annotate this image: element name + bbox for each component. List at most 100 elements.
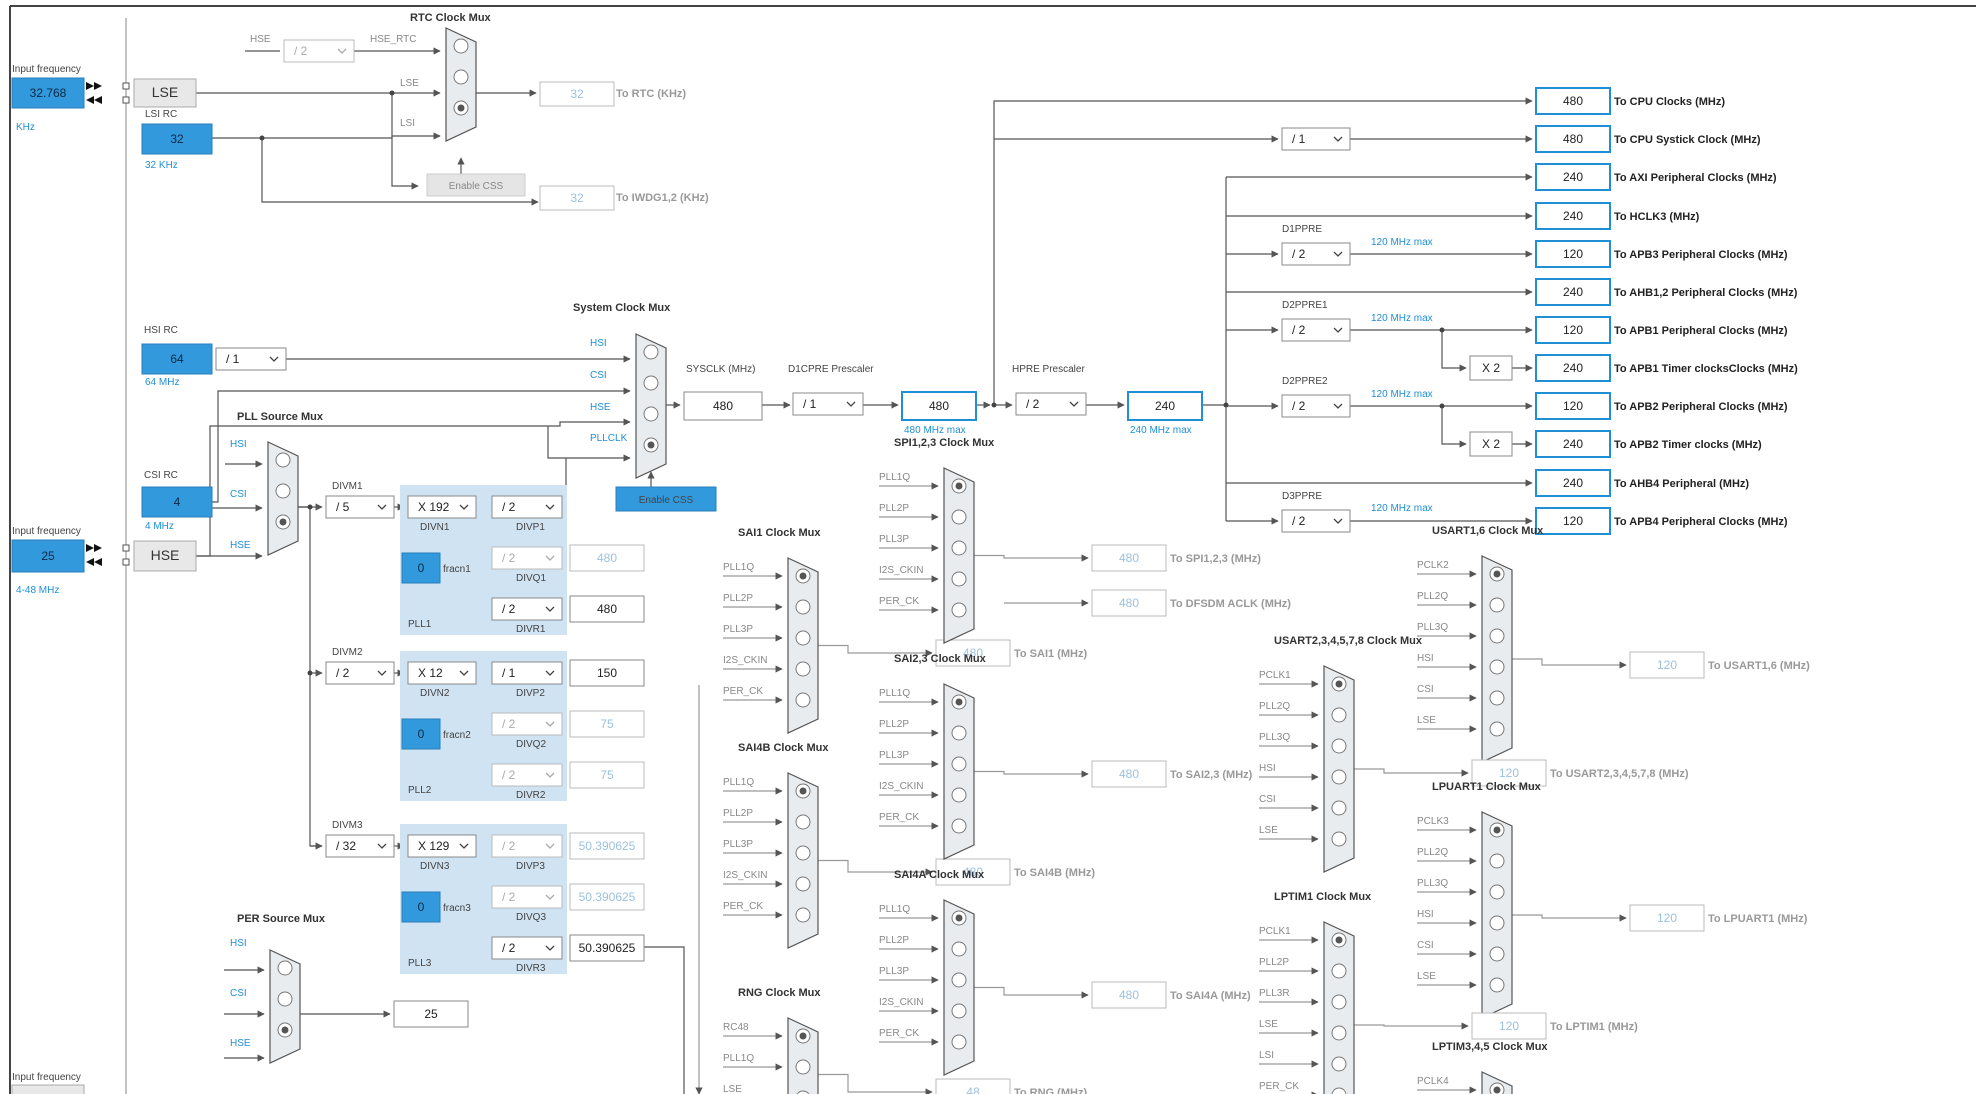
mux-radio[interactable]: [796, 1090, 810, 1094]
pll1-divr-dropdown[interactable]: / 2: [491, 597, 563, 621]
pll2-divm-dropdown[interactable]: / 2: [325, 661, 395, 685]
d2ppre2-dropdown[interactable]: / 2: [1281, 394, 1351, 418]
pll2-divn-dropdown[interactable]: X 12: [407, 661, 477, 685]
mux-radio[interactable]: [453, 69, 469, 85]
mux-radio[interactable]: [643, 375, 659, 391]
mux-radio[interactable]: [1489, 659, 1505, 675]
mux-radio[interactable]: [1331, 1025, 1347, 1041]
mux-radio[interactable]: [795, 692, 811, 708]
pll3-fracn-input[interactable]: 0: [401, 891, 441, 923]
hclk-value[interactable]: 240: [1127, 391, 1203, 421]
output-value-1[interactable]: 480: [1535, 125, 1611, 153]
mux-radio[interactable]: [1489, 915, 1505, 931]
periph-mux-input-9-2: PLL3R: [1259, 988, 1290, 999]
mux-radio[interactable]: [277, 960, 293, 976]
pll2-divp-dropdown[interactable]: / 1: [491, 661, 563, 685]
output-value-7[interactable]: 240: [1535, 354, 1611, 382]
mux-radio[interactable]: [951, 509, 967, 525]
pll3-divr-dropdown[interactable]: / 2: [491, 936, 563, 960]
mux-radio[interactable]: [795, 630, 811, 646]
output-value-4[interactable]: 120: [1535, 240, 1611, 268]
d2ppre1-dropdown[interactable]: / 2: [1281, 318, 1351, 342]
mux-radio[interactable]: [1489, 690, 1505, 706]
pll3-divn-dropdown[interactable]: X 129: [407, 834, 477, 858]
mux-radio[interactable]: [1331, 738, 1347, 754]
mux-radio[interactable]: [795, 599, 811, 615]
sys-enable-css-button[interactable]: [615, 486, 717, 512]
output-value-0[interactable]: 480: [1535, 87, 1611, 115]
pll2-divr-dropdown[interactable]: / 2: [491, 763, 563, 787]
pll3-divm-dropdown[interactable]: / 32: [325, 834, 395, 858]
output-value-9[interactable]: 240: [1535, 430, 1611, 458]
output-value-8[interactable]: 120: [1535, 392, 1611, 420]
mux-radio[interactable]: [951, 787, 967, 803]
output-value-5[interactable]: 240: [1535, 278, 1611, 306]
d1cpre-dropdown[interactable]: / 1: [792, 392, 864, 416]
output-value-6[interactable]: 120: [1535, 316, 1611, 344]
output-value-11[interactable]: 120: [1535, 507, 1611, 535]
output-value-10[interactable]: 240: [1535, 469, 1611, 497]
mux-radio[interactable]: [795, 845, 811, 861]
rtc-enable-css-button[interactable]: [426, 173, 526, 197]
mux-radio[interactable]: [1489, 628, 1505, 644]
mux-radio[interactable]: [951, 1003, 967, 1019]
mux-radio[interactable]: [1331, 963, 1347, 979]
output-value-2[interactable]: 240: [1535, 163, 1611, 191]
mux-radio[interactable]: [951, 1034, 967, 1050]
mux-radio[interactable]: [1331, 831, 1347, 847]
box-frame: [569, 883, 645, 911]
mux-radio[interactable]: [1331, 800, 1347, 816]
dropdown-value: / 2: [502, 890, 516, 904]
mux-radio[interactable]: [951, 972, 967, 988]
d3ppre-dropdown[interactable]: / 2: [1281, 509, 1351, 533]
pll3-divp-dropdown[interactable]: / 2: [491, 834, 563, 858]
mux-radio[interactable]: [951, 941, 967, 957]
mux-radio[interactable]: [1331, 769, 1347, 785]
mux-radio[interactable]: [1489, 884, 1505, 900]
mux-radio[interactable]: [951, 725, 967, 741]
mux-radio[interactable]: [277, 991, 293, 1007]
hse-frequency-input[interactable]: 25: [11, 539, 85, 573]
mux-radio[interactable]: [1489, 946, 1505, 962]
mux-radio[interactable]: [1331, 707, 1347, 723]
mux-radio[interactable]: [795, 907, 811, 923]
mux-radio[interactable]: [951, 818, 967, 834]
pll3-divq-dropdown[interactable]: / 2: [491, 885, 563, 909]
mux-radio[interactable]: [1489, 977, 1505, 993]
mux-radio[interactable]: [1331, 994, 1347, 1010]
pll1-divp-dropdown[interactable]: / 2: [491, 495, 563, 519]
d1ppre-dropdown[interactable]: / 2: [1281, 242, 1351, 266]
mux-radio[interactable]: [1489, 597, 1505, 613]
mux-radio[interactable]: [795, 1059, 811, 1075]
lse-frequency-input[interactable]: 32.768: [11, 77, 85, 109]
cpu-clock-value[interactable]: 480: [901, 391, 977, 421]
mux-radio[interactable]: [1489, 853, 1505, 869]
pll2-divq-dropdown[interactable]: / 2: [491, 712, 563, 736]
mux-radio[interactable]: [1331, 1056, 1347, 1072]
mux-radio[interactable]: [275, 483, 291, 499]
hpre-dropdown[interactable]: / 2: [1015, 392, 1087, 416]
pll2-fracn-input[interactable]: 0: [401, 718, 441, 750]
mux-radio[interactable]: [643, 344, 659, 360]
pll1-fracn-input[interactable]: 0: [401, 552, 441, 584]
mux-radio[interactable]: [795, 876, 811, 892]
bottom-input-box[interactable]: [11, 1084, 85, 1094]
mux-radio[interactable]: [643, 406, 659, 422]
systick-divider-dropdown[interactable]: / 1: [1281, 127, 1351, 151]
pll1-divm-dropdown[interactable]: / 5: [325, 495, 395, 519]
mux-radio[interactable]: [795, 814, 811, 830]
output-value-3[interactable]: 240: [1535, 202, 1611, 230]
mux-radio[interactable]: [951, 571, 967, 587]
pll1-divq-dropdown[interactable]: / 2: [491, 546, 563, 570]
hsi-divider-dropdown[interactable]: / 1: [215, 347, 287, 371]
mux-radio[interactable]: [1331, 1087, 1347, 1094]
rtc-hse-divider-dropdown[interactable]: / 2: [283, 39, 355, 63]
mux-radio[interactable]: [951, 540, 967, 556]
mux-radio[interactable]: [275, 452, 291, 468]
mux-radio[interactable]: [795, 661, 811, 677]
pll1-divn-dropdown[interactable]: X 192: [407, 495, 477, 519]
mux-radio[interactable]: [1489, 721, 1505, 737]
mux-radio[interactable]: [951, 756, 967, 772]
mux-radio[interactable]: [453, 38, 469, 54]
mux-radio[interactable]: [951, 602, 967, 618]
